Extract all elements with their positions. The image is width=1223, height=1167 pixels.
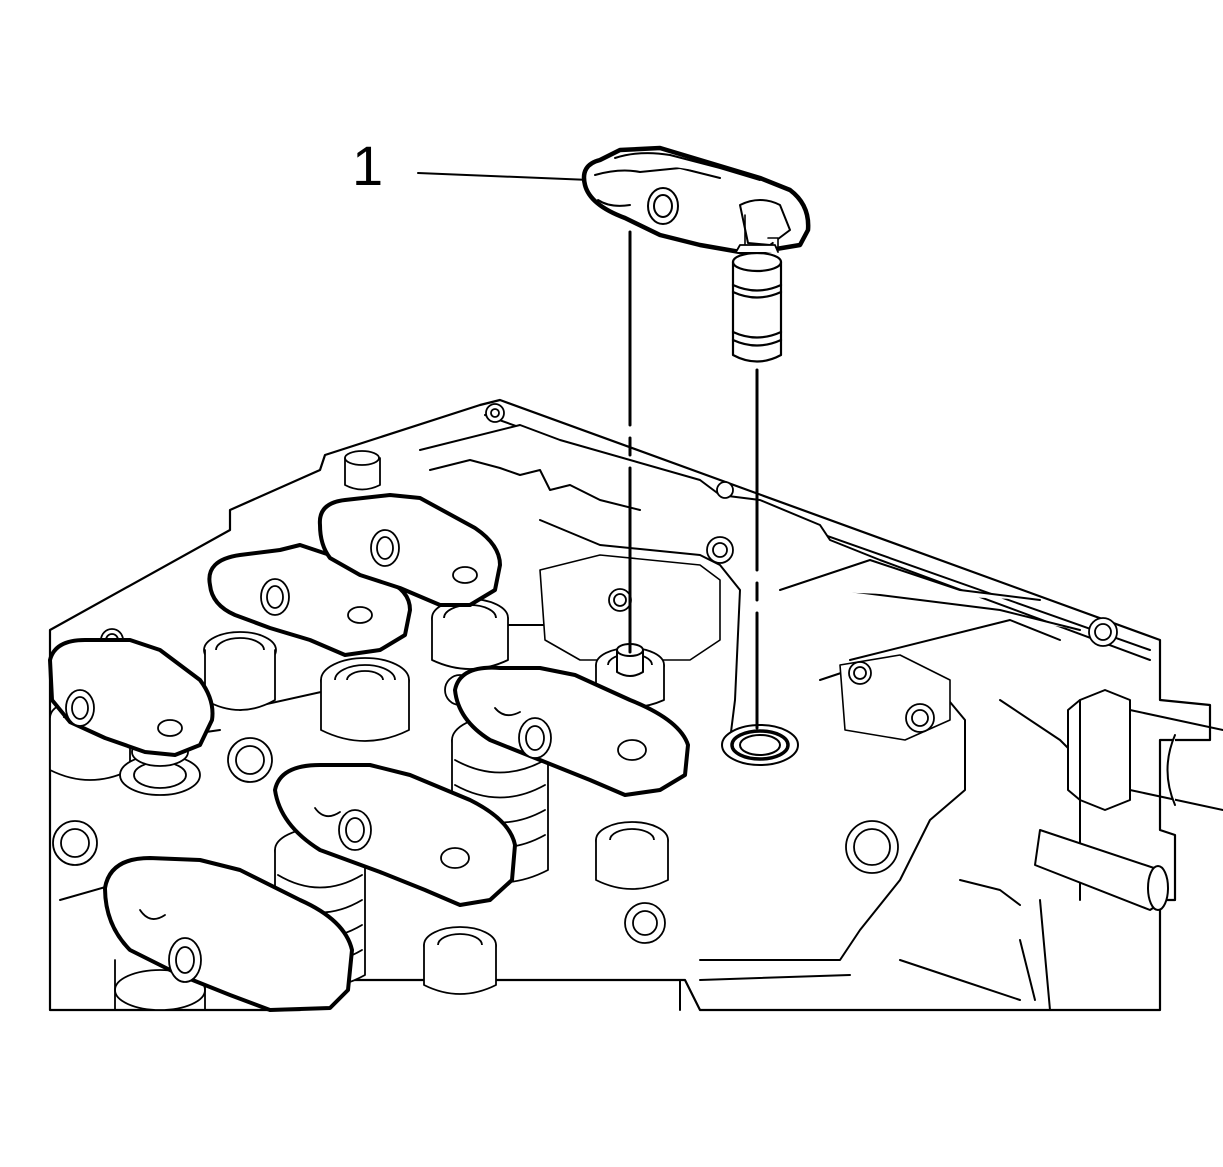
camshaft-end [1034, 689, 1223, 911]
callout-leader-line [417, 172, 591, 181]
rocker-arm-exploded [581, 145, 811, 255]
installed-rocker-arms [48, 493, 690, 1012]
hydraulic-lash-adjuster [731, 244, 783, 363]
callout-label-1: 1 [352, 134, 384, 197]
installed-rocker-details [65, 529, 647, 983]
installation-guide-lines [628, 230, 759, 730]
dowel-pin [344, 450, 381, 491]
lash-adjuster-bore [721, 724, 799, 766]
valve-springs [49, 598, 669, 1011]
